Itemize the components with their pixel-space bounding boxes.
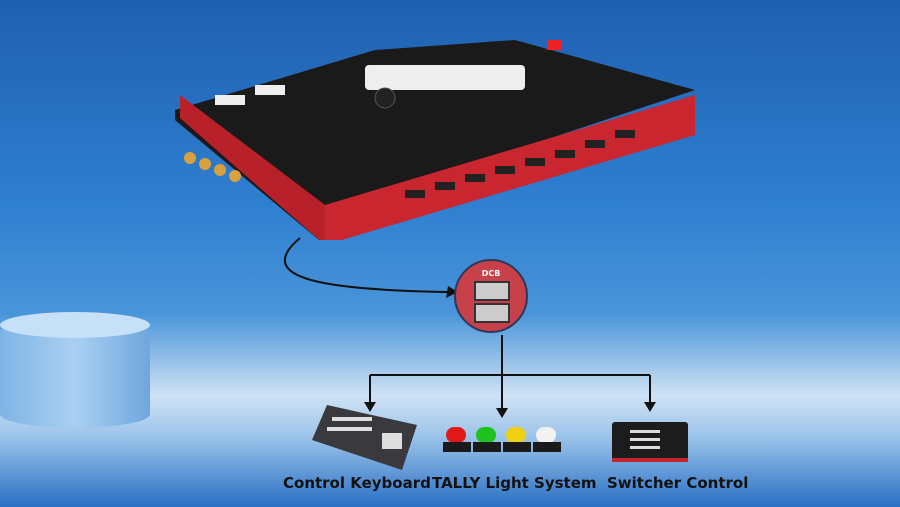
control-keyboard-image xyxy=(312,405,417,470)
label-tally-light-system: TALLY Light System xyxy=(432,474,597,492)
usb-panel-label: DCB xyxy=(481,269,501,278)
tally-light-base xyxy=(503,442,531,452)
tally-light-base xyxy=(533,442,561,452)
tally-light-base xyxy=(443,442,471,452)
usb-port-top xyxy=(474,281,510,301)
tally-lights-image xyxy=(443,427,561,452)
usb-port-bottom xyxy=(474,303,510,323)
tally-light-dome xyxy=(476,427,496,443)
tally-light-base xyxy=(473,442,501,452)
tally-light-dome xyxy=(446,427,466,443)
tally-light-dome xyxy=(506,427,526,443)
label-control-keyboard: Control Keyboard xyxy=(283,474,431,492)
tally-light-dome xyxy=(536,427,556,443)
video-switcher-device xyxy=(175,40,695,240)
pedestal-top xyxy=(0,312,150,338)
usb-port-panel: DCB xyxy=(454,259,528,333)
label-switcher-control: Switcher Control xyxy=(607,474,749,492)
switcher-control-image xyxy=(612,422,688,462)
